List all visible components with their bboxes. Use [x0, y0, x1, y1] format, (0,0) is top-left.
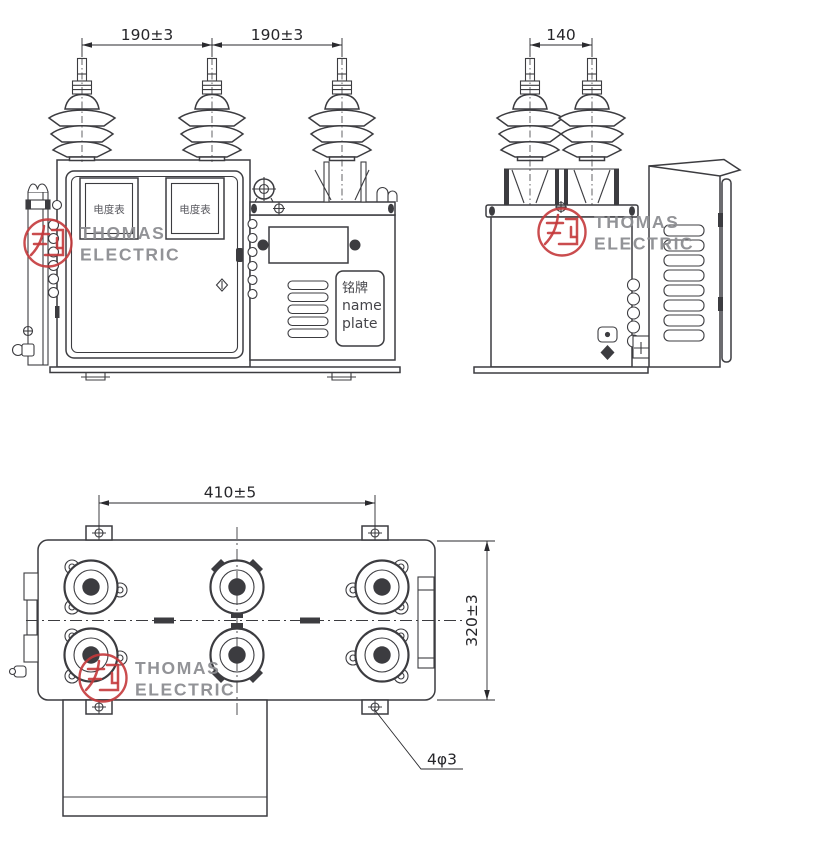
diamond-mark [600, 345, 615, 360]
dim-label-bushing-spacing-left: 190±3 [121, 26, 173, 44]
side-divider-plate [632, 335, 655, 359]
top-bushing-r1c3 [345, 559, 410, 615]
ground-bolt [22, 325, 34, 337]
side-bushing-frame [504, 168, 619, 205]
meter-window-left-label: 电度表 [93, 203, 125, 216]
dim-label-hole-note: 4φ3 [427, 751, 457, 769]
nameplate: 铭牌 name plate [335, 270, 385, 347]
front-top-band [249, 201, 396, 216]
brand-name-line2: ELECTRIC [594, 234, 694, 254]
band-bolt-mark [273, 202, 285, 215]
door-edge-strip [721, 178, 732, 363]
top-mounting-tabs [85, 525, 389, 715]
meter-window-right-label: 电度表 [179, 203, 211, 216]
ventilation-louvers [287, 280, 329, 339]
top-bushing-r2c3 [345, 627, 410, 684]
front-base-plate [49, 366, 401, 374]
terminal-box [257, 226, 361, 264]
side-base-plate [473, 366, 649, 374]
lifting-eye [252, 177, 276, 203]
compartment-roof [648, 158, 742, 177]
cable-clip [376, 187, 398, 202]
brand-name-line2: ELECTRIC [80, 245, 180, 265]
top-view: 410±5 320±3 4φ3 [8, 484, 495, 817]
nameplate-en-2: plate [342, 316, 377, 332]
watermark-front: THOMAS ELECTRIC [23, 218, 180, 268]
bushing-support-posts [314, 161, 370, 203]
brand-name-line1: THOMAS [80, 223, 165, 243]
side-terminal-plate [597, 326, 618, 360]
brand-name-line1: THOMAS [135, 658, 220, 678]
side-view: 140 [473, 26, 742, 374]
link-bar-2 [300, 617, 320, 624]
dim-label-width: 410±5 [204, 484, 256, 502]
mounting-hole [92, 700, 106, 714]
door-lock-emblem [215, 278, 229, 292]
dim-label-depth: 320±3 [463, 594, 481, 646]
mounting-hole [92, 526, 106, 540]
drain-cock [11, 343, 35, 357]
dim-label-side-spacing: 140 [546, 26, 576, 44]
top-dimensions: 410±5 320±3 4φ3 [98, 484, 495, 770]
mounting-hole [368, 526, 382, 540]
front-door: 电度表 电度表 [65, 170, 244, 359]
top-bushing-r1c1 [63, 559, 128, 615]
side-louvers [663, 224, 705, 342]
door-latch [236, 248, 243, 262]
nameplate-en-1: name [342, 298, 382, 314]
dim-label-bushing-spacing-right: 190±3 [251, 26, 303, 44]
door-hinge-coils [47, 219, 60, 299]
hinge-pin-head [51, 199, 63, 211]
side-dimensions: 140 [529, 26, 593, 57]
top-left-bracket [8, 572, 39, 678]
watermark-side: THOMAS ELECTRIC [537, 207, 694, 257]
tank-right-hinge-coils [247, 218, 258, 300]
front-dimensions: 190±3 190±3 [81, 26, 343, 57]
flange-bolt-mark [555, 201, 567, 213]
watermark-top: THOMAS ELECTRIC [78, 653, 235, 703]
brand-name-line2: ELECTRIC [135, 680, 235, 700]
nameplate-zh: 铭牌 [342, 280, 368, 296]
brand-name-line1: THOMAS [594, 212, 679, 232]
front-left-bracket [11, 183, 63, 366]
front-mounting-tabs [81, 372, 356, 381]
meter-window-left: 电度表 [79, 177, 139, 240]
top-meter-box [62, 699, 268, 817]
meter-window-right: 电度表 [165, 177, 225, 240]
side-meter-compartment [648, 158, 742, 368]
top-right-strip [417, 576, 435, 669]
front-view: 电度表 电度表 [11, 26, 401, 381]
